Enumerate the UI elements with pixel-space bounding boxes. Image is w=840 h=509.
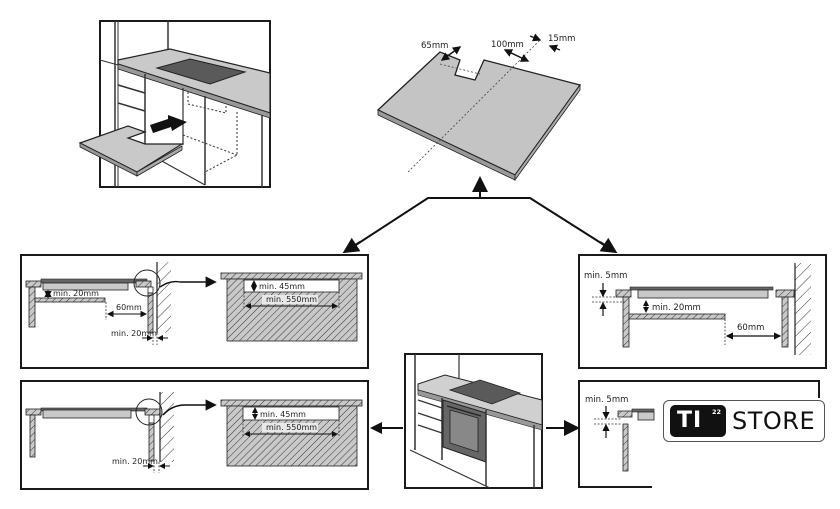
top-gap-label: min. 5mm <box>585 395 628 405</box>
section-panel-bottom-right: min. 5mm <box>578 380 820 488</box>
wall-gap-label: min. 20mm <box>112 457 158 466</box>
tistore-watermark-logo: TI 22 STORE <box>663 400 825 442</box>
kitchen-perspective-panel <box>78 20 271 188</box>
section-panel-top-right: min. 5mm min. 20mm 60mm <box>578 254 827 369</box>
detail-width-label: min. 550mm <box>266 295 317 304</box>
detail-depth-label: min. 45mm <box>260 410 306 419</box>
section-panel-top-left: min. 20mm 60mm min. 20mm min. 45mm min. … <box>20 254 369 369</box>
wall-gap-label: min. 20mm <box>111 329 157 338</box>
worktop-cutout-board: 65mm 100mm 15mm <box>376 33 582 182</box>
cutout-dim-b-label: 100mm <box>491 40 524 50</box>
cutout-dim-c-label: 15mm <box>548 34 575 44</box>
logo-badge: TI 22 <box>670 405 726 437</box>
detail-depth-label: min. 45mm <box>259 282 305 291</box>
detail-width-label: min. 550mm <box>266 423 317 432</box>
logo-badge-text: TI <box>677 408 703 433</box>
cutout-dim-a-label: 65mm <box>421 41 448 51</box>
top-gap-label: min. 5mm <box>584 271 627 281</box>
rear-clearance-label: 60mm <box>116 303 142 312</box>
insert-arrow-icon <box>150 115 187 133</box>
logo-superscript: 22 <box>711 408 721 416</box>
section-panel-bottom-left: min. 20mm min. 45mm min. 550mm <box>20 380 369 490</box>
branch-connector-arrows <box>342 176 618 254</box>
gap-under-hob-label: min. 20mm <box>53 289 99 298</box>
kitchen-oven-panel <box>370 353 580 489</box>
logo-store-text: STORE <box>732 407 816 435</box>
gap-under-hob-label: min. 20mm <box>652 303 701 313</box>
rear-clearance-label: 60mm <box>737 323 764 333</box>
